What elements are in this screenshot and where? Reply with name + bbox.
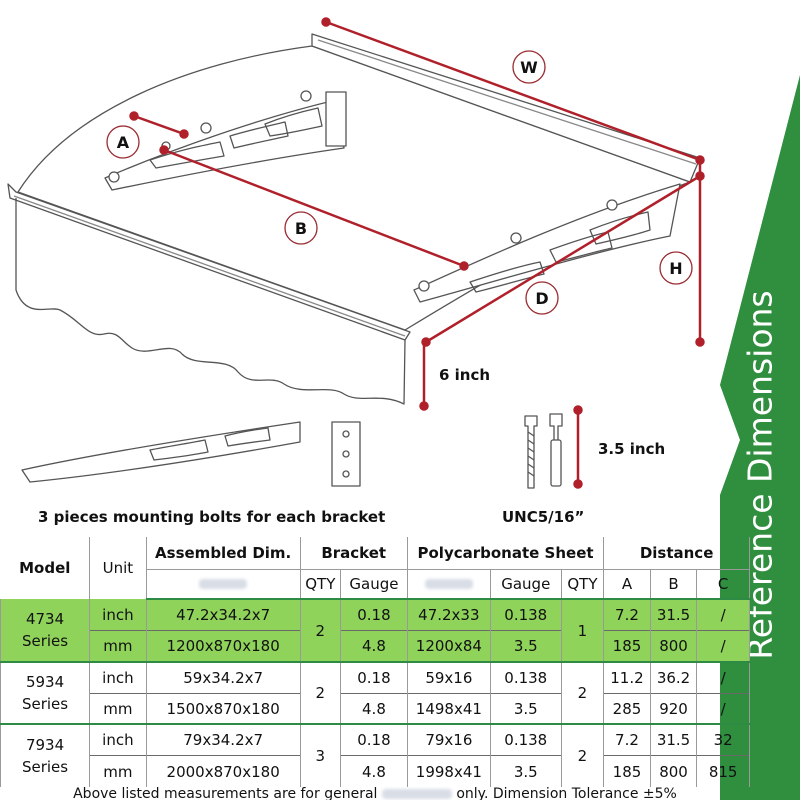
header-sheet: Polycarbonate Sheet [407, 537, 605, 570]
label-a: A [117, 133, 130, 152]
header-unit: Unit [89, 537, 147, 600]
bolt-part [524, 415, 538, 489]
header-sheet-blurred [406, 568, 491, 601]
six-inch-label: 6 inch [439, 366, 491, 384]
front-rail [7, 183, 411, 341]
valance [15, 198, 406, 405]
header-bracket-gauge: Gauge [340, 568, 408, 601]
footnote: Above listed measurements are for genera… [73, 786, 677, 800]
header-model: Model [0, 537, 91, 600]
label-d: D [535, 289, 548, 308]
label-w: W [520, 58, 538, 77]
header-assembled-blurred [145, 568, 301, 601]
blurred-word [381, 789, 452, 799]
bracket-part [21, 421, 301, 483]
header-bracket: Bracket [300, 537, 408, 570]
table-row: mm 1200x870x180 4.8 1200x84 3.5 185 800 … [1, 630, 750, 663]
bracket-right [413, 183, 681, 303]
header-bracket-qty: QTY [299, 568, 342, 601]
label-h: H [669, 259, 682, 278]
table-row: mm 1500x870x180 4.8 1498x41 3.5 285 920 … [1, 692, 750, 726]
label-b: B [295, 219, 307, 238]
header-distance-c: C [696, 568, 750, 601]
header-distance: Distance [603, 537, 750, 570]
header-distance-a: A [603, 568, 651, 601]
three-five-inch-label: 3.5 inch [598, 440, 666, 458]
table-row: mm 2000x870x180 4.8 1998x41 3.5 185 800 … [1, 755, 750, 787]
bolts-caption: 3 pieces mounting bolts for each bracket [38, 508, 386, 526]
awning-diagram: W A B D H [7, 17, 705, 489]
header-assembled: Assembled Dim. [146, 537, 301, 570]
spec-table: Model Unit Assembled Dim. Bracket Polyca… [0, 537, 750, 787]
header-sheet-gauge: Gauge [489, 568, 562, 601]
header-distance-b: B [649, 568, 698, 601]
thread-caption: UNC5/16” [502, 508, 585, 526]
header-sheet-qty: QTY [560, 568, 605, 601]
